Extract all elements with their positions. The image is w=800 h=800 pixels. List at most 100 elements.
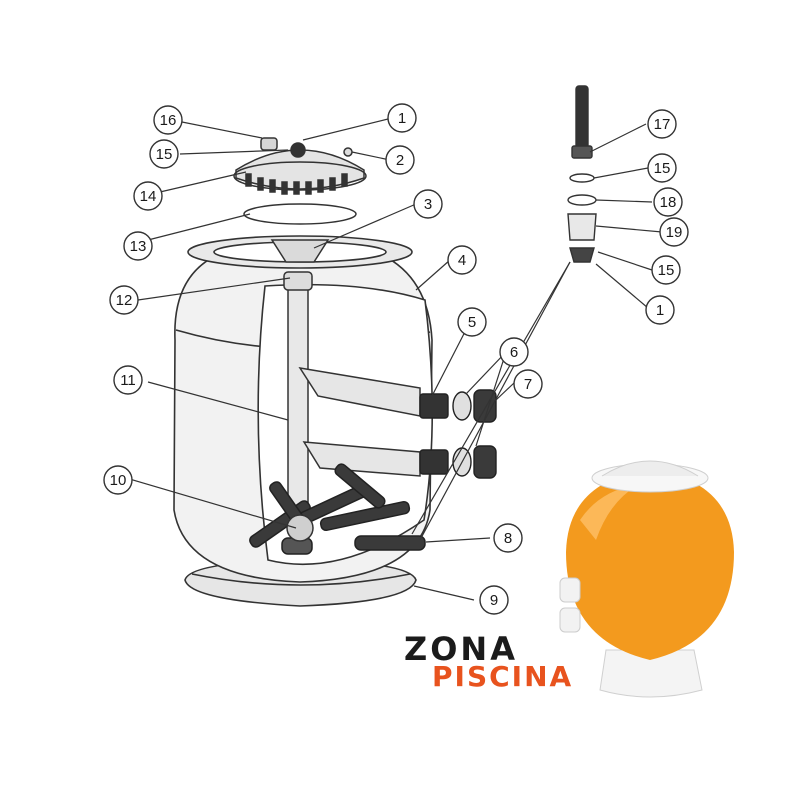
callout-number: 15 [658,262,675,279]
callout-number: 16 [160,112,177,129]
vent-assembly [567,85,597,263]
callout-number: 2 [396,152,404,169]
callout-number: 13 [130,238,147,255]
callout-c10: 10 [103,465,133,495]
callout-number: 7 [524,376,532,393]
vent-tube-thread [571,145,593,159]
callout-number: 4 [458,252,466,269]
base-stand-inner [191,573,411,586]
callout-c15c: 15 [651,255,681,285]
callout-c2: 2 [385,145,415,175]
internal-collector [249,271,426,555]
diffuser [270,239,330,263]
callout-c18: 18 [653,187,683,217]
callout-c11: 11 [113,365,143,395]
union-nut-lower [473,445,497,479]
product-port-upper [559,577,581,603]
pressure-gauge [260,137,278,151]
callout-c5: 5 [457,307,487,337]
central-pipe [287,284,309,526]
callout-circle [149,139,179,169]
callout-circle [647,109,677,139]
callout-number: 14 [140,188,157,205]
callout-number: 1 [656,302,664,319]
product-photo [559,460,734,698]
callout-c7: 7 [513,369,543,399]
lid-ribs [245,173,348,195]
callout-number: 6 [510,344,518,361]
collector-hub [286,514,314,542]
lid-flange [233,161,367,191]
oring-upper [452,391,472,421]
callout-c14: 14 [133,181,163,211]
lid-oring [243,203,357,225]
callout-number: 1 [398,110,406,127]
callout-number: 10 [110,472,127,489]
diffuser-neck [283,271,313,291]
callout-circle [153,105,183,135]
callout-c15b: 15 [647,153,677,183]
callout-number: 15 [156,146,173,163]
callout-c19: 19 [659,217,689,247]
lower-outlet-pipe [302,441,421,477]
callout-c1b: 1 [645,295,675,325]
vent-sleeve [567,213,597,241]
callout-c3: 3 [413,189,443,219]
connector-thread-upper [419,393,449,419]
callout-circle [513,369,543,399]
callout-c16: 16 [153,105,183,135]
product-port-lower [559,607,581,633]
callout-circle [653,187,683,217]
callout-c6: 6 [499,337,529,367]
callout-circle [493,523,523,553]
product-tank-orange [566,470,734,660]
vent-nut [569,247,595,263]
vent-oring-top [569,173,595,183]
callout-circle [133,181,163,211]
callout-circle [447,245,477,275]
callout-labels: 16 1 15 2 14 3 13 4 12 5 6 11 7 10 8 9 17 15 18 19 15 1 [103,103,689,615]
callout-circle [499,337,529,367]
lateral-arm [354,535,426,551]
callout-c15a: 15 [149,139,179,169]
callout-circle [109,285,139,315]
callout-circle [387,103,417,133]
vent-washer [567,194,597,206]
callout-circle [457,307,487,337]
callout-circle [113,365,143,395]
callout-number: 11 [120,372,136,389]
callout-c1a: 1 [387,103,417,133]
callout-circle [103,465,133,495]
callout-circle [651,255,681,285]
callout-circle [645,295,675,325]
callout-number: 15 [654,160,671,177]
logo-line-1: ZONA [404,630,518,668]
callout-circle [659,217,689,247]
callout-c12: 12 [109,285,139,315]
callout-circle [413,189,443,219]
brand-logo: ZONA PISCINA [404,630,573,693]
connector-thread-lower [419,449,449,475]
vent-tube [575,85,589,149]
lid-knob [343,147,353,157]
callout-circle [647,153,677,183]
product-base [599,649,703,698]
callout-number: 18 [660,194,677,211]
callout-number: 12 [116,292,133,309]
callout-circle [479,585,509,615]
callout-circle [385,145,415,175]
callout-c9: 9 [479,585,509,615]
callout-c8: 8 [493,523,523,553]
callout-c17: 17 [647,109,677,139]
laterals [249,463,426,555]
callout-circle [123,231,153,261]
callout-number: 17 [654,116,671,133]
callout-number: 19 [666,224,683,241]
callout-number: 3 [424,196,432,213]
air-vent [290,142,306,158]
logo-line-2: PISCINA [432,660,573,693]
callout-number: 8 [504,530,512,547]
callout-c13: 13 [123,231,153,261]
callout-c4: 4 [447,245,477,275]
